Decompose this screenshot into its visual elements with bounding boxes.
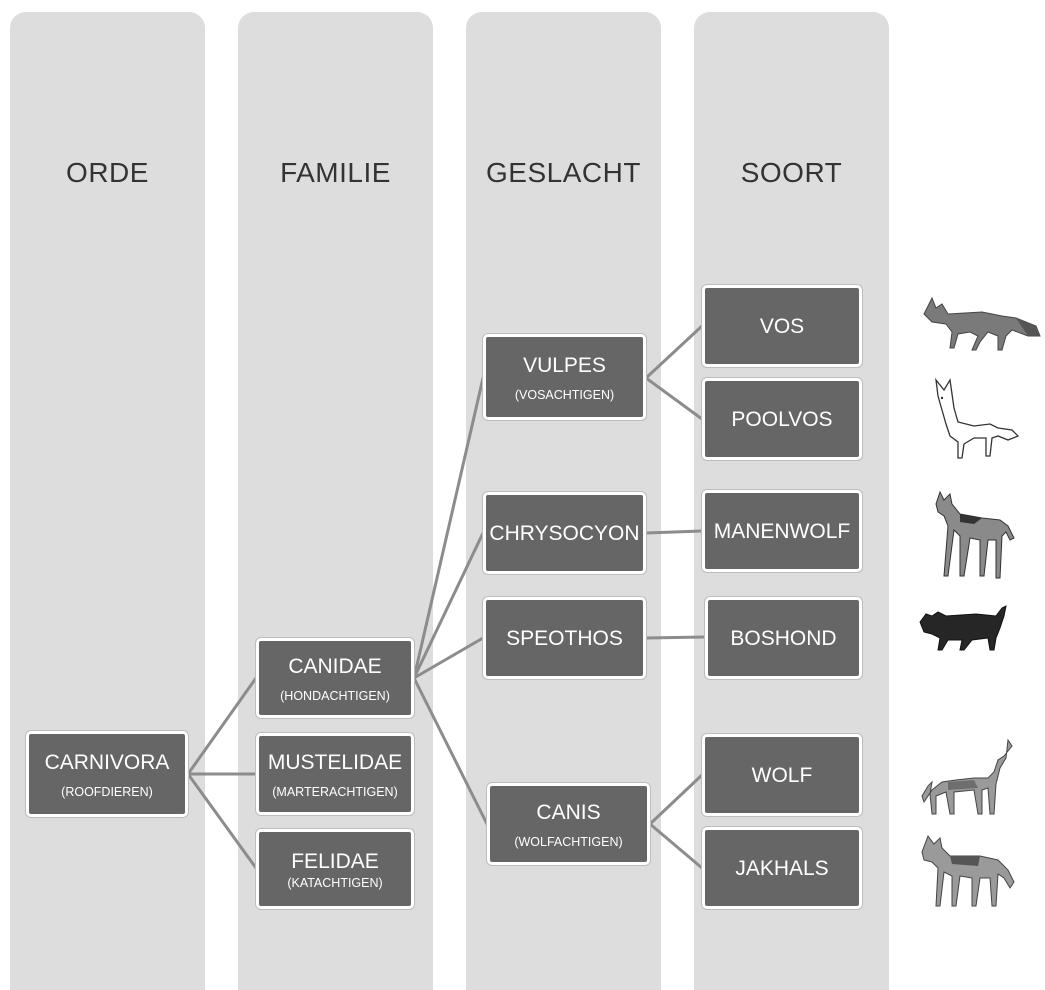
link-canidae-speothos [412, 636, 485, 680]
node-poolvos: POOLVOS [702, 378, 862, 460]
column-title-soort: SOORT [740, 157, 843, 188]
node-speothos: SPEOTHOS [483, 597, 646, 679]
node-vulpes: VULPES (VOSACHTIGEN) [483, 334, 646, 420]
link-carnivora-canidae [186, 676, 258, 776]
fox-icon [923, 296, 1041, 351]
node-manenwolf: MANENWOLF [702, 490, 862, 572]
node-canidae-name: CANIDAE [288, 654, 382, 678]
node-canis: CANIS (WOLFACHTIGEN) [487, 783, 650, 865]
column-title-familie: FAMILIE [280, 157, 391, 188]
node-felidae-common: (KATACHTIGEN) [287, 875, 383, 890]
node-jakhals: JAKHALS [702, 827, 862, 909]
node-jakhals-name: JAKHALS [735, 856, 829, 880]
node-vulpes-common: (VOSACHTIGEN) [514, 387, 615, 402]
node-vos-name: VOS [759, 314, 805, 338]
node-felidae: FELIDAE (KATACHTIGEN) [256, 829, 414, 909]
jackal-icon [921, 834, 1015, 907]
node-canidae: CANIDAE (HONDACHTIGEN) [256, 638, 414, 718]
link-carnivora-felidae [186, 772, 258, 870]
node-mustelidae: MUSTELIDAE (MARTERACHTIGEN) [256, 733, 414, 815]
node-canis-common: (WOLFACHTIGEN) [514, 834, 623, 849]
node-vos: VOS [702, 285, 862, 367]
link-vulpes-poolvos [644, 376, 704, 421]
node-felidae-name: FELIDAE [291, 849, 379, 873]
node-carnivora: CARNIVORA (ROOFDIEREN) [26, 731, 188, 817]
node-chrysocyon: CHRYSOCYON [483, 492, 646, 574]
node-carnivora-common: (ROOFDIEREN) [61, 784, 153, 799]
node-mustelidae-name: MUSTELIDAE [267, 750, 403, 774]
node-boshond: BOSHOND [705, 597, 862, 679]
node-poolvos-name: POOLVOS [731, 407, 833, 431]
node-vulpes-name: VULPES [523, 353, 606, 377]
link-canidae-canis [412, 676, 489, 826]
bush-dog-icon [919, 605, 1007, 651]
maned-wolf-icon [935, 490, 1015, 579]
node-wolf: WOLF [702, 734, 862, 816]
node-chrysocyon-name: CHRYSOCYON [489, 521, 640, 545]
link-speothos-boshond [644, 635, 707, 640]
link-chrysocyon-manenwolf [644, 529, 704, 535]
link-canis-wolf [648, 773, 704, 826]
node-manenwolf-name: MANENWOLF [713, 519, 851, 543]
node-boshond-name: BOSHOND [730, 626, 837, 650]
link-canis-jakhals [648, 822, 704, 870]
column-orde: ORDE [10, 12, 205, 990]
column-title-geslacht: GESLACHT [486, 157, 641, 188]
link-canidae-chrysocyon [412, 531, 485, 680]
howling-wolf-icon [921, 738, 1013, 815]
link-vulpes-vos [644, 324, 704, 380]
column-title-orde: ORDE [66, 157, 149, 188]
node-canis-name: CANIS [536, 800, 601, 824]
link-canidae-vulpes [412, 376, 485, 680]
arctic-fox-icon [935, 378, 1020, 459]
node-speothos-name: SPEOTHOS [506, 626, 623, 650]
node-canidae-common: (HONDACHTIGEN) [280, 688, 390, 703]
node-mustelidae-common: (MARTERACHTIGEN) [272, 784, 398, 799]
node-wolf-name: WOLF [751, 763, 813, 787]
node-carnivora-name: CARNIVORA [44, 750, 170, 774]
column-familie: FAMILIE [238, 12, 433, 990]
